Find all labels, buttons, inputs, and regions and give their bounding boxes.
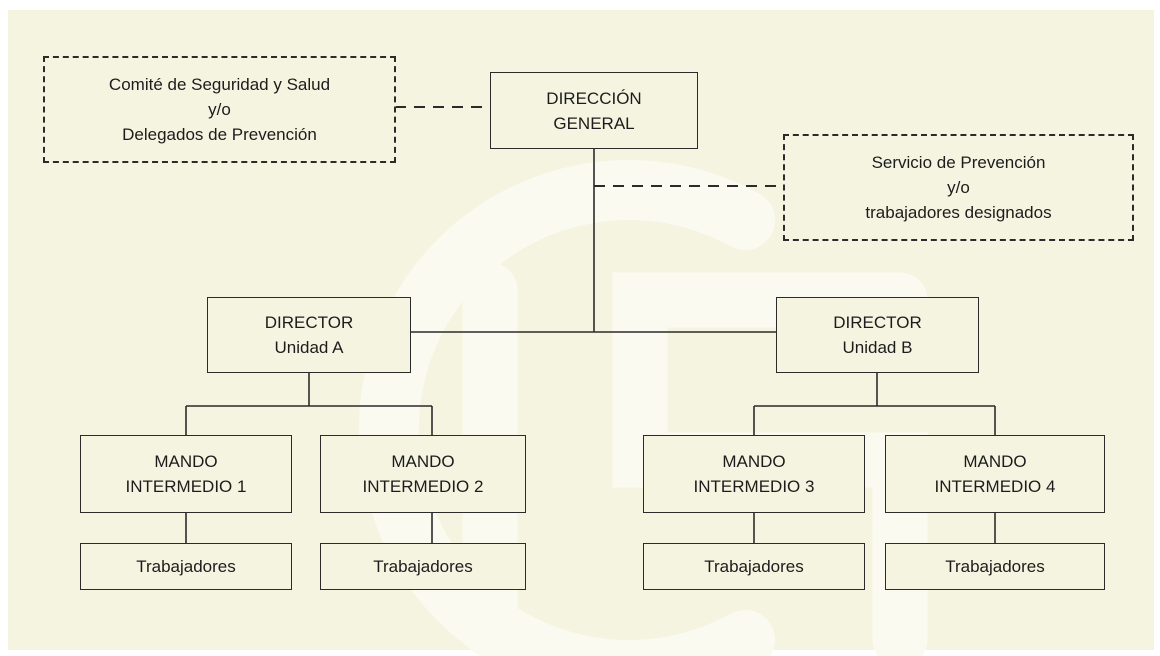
- committee-box: Comité de Seguridad y Salud y/o Delegado…: [43, 56, 396, 163]
- general-direction-box: DIRECCIÓN GENERAL: [490, 72, 698, 149]
- mando-intermedio-1-box: MANDO INTERMEDIO 1: [80, 435, 292, 513]
- mando-intermedio-2-box: MANDO INTERMEDIO 2: [320, 435, 526, 513]
- director-unit-b-box: DIRECTOR Unidad B: [776, 297, 979, 373]
- mando-intermedio-4-box: MANDO INTERMEDIO 4: [885, 435, 1105, 513]
- prevention-service-box: Servicio de Prevención y/o trabajadores …: [783, 134, 1134, 241]
- director-unit-a-box: DIRECTOR Unidad A: [207, 297, 411, 373]
- trabajadores-box-3: Trabajadores: [643, 543, 865, 590]
- trabajadores-box-1: Trabajadores: [80, 543, 292, 590]
- mando-intermedio-3-box: MANDO INTERMEDIO 3: [643, 435, 865, 513]
- trabajadores-box-4: Trabajadores: [885, 543, 1105, 590]
- trabajadores-box-2: Trabajadores: [320, 543, 526, 590]
